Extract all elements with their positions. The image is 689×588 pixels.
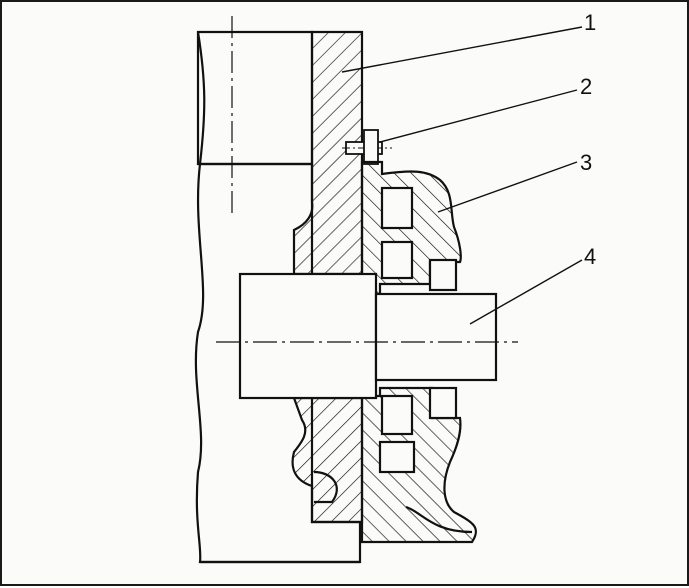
leader-line-3 bbox=[437, 161, 578, 213]
leader-line-2 bbox=[379, 89, 578, 143]
callout-labels: 1 2 3 4 bbox=[580, 10, 596, 269]
leader-line-4 bbox=[469, 259, 583, 325]
callout-2: 2 bbox=[580, 74, 592, 99]
leader-lines bbox=[341, 26, 583, 325]
cover-plate bbox=[291, 30, 364, 524]
shaft bbox=[238, 272, 498, 400]
callout-4: 4 bbox=[584, 244, 596, 269]
callout-1: 1 bbox=[584, 10, 596, 35]
pin bbox=[342, 129, 392, 165]
housing bbox=[360, 160, 478, 544]
leader-line-1 bbox=[341, 26, 583, 73]
callout-3: 3 bbox=[580, 150, 592, 175]
